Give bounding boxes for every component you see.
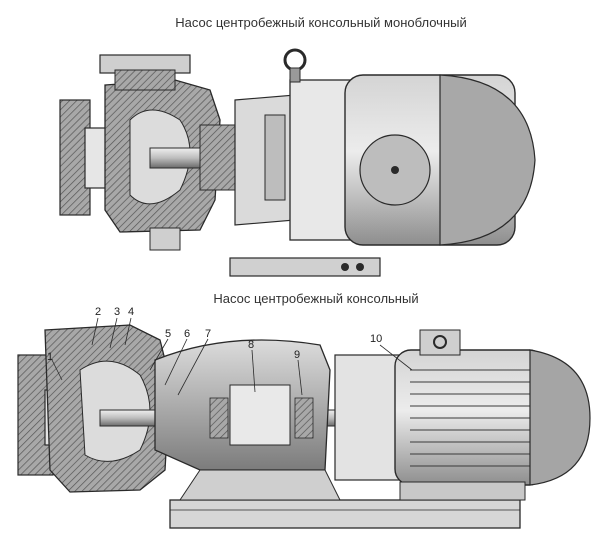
callout-4: 4 — [128, 306, 134, 318]
motor-fan-cover — [439, 74, 536, 246]
callout-5: 5 — [165, 328, 171, 340]
lifting-eye — [283, 48, 307, 72]
monoblock-pump — [59, 48, 536, 277]
bearing-stand — [179, 469, 341, 501]
base-frame — [169, 499, 521, 529]
diagram-title-cantilever: Насос центробежный консольный — [213, 291, 419, 306]
bearing-chamber — [229, 384, 291, 446]
motor-foot — [229, 257, 381, 277]
callout-7: 7 — [205, 328, 211, 340]
bearing-right — [294, 397, 314, 439]
motor-feet-b — [399, 481, 526, 501]
cantilever-pump — [17, 324, 591, 529]
diagram-title-monoblock: Насос центробежный консольный моноблочны… — [175, 15, 467, 30]
motor-fan-cover-b — [529, 349, 591, 486]
callout-9: 9 — [294, 349, 300, 361]
terminal-box-b — [419, 329, 461, 356]
callout-leaders — [51, 317, 413, 396]
cooling-fins — [410, 369, 530, 467]
callout-10: 10 — [370, 333, 382, 345]
motor-shield-b — [334, 354, 406, 481]
callout-8: 8 — [248, 339, 254, 351]
callout-2: 2 — [95, 306, 101, 318]
bearing-left — [209, 397, 229, 439]
outlet-neck — [114, 69, 176, 91]
terminal-bolt — [391, 166, 399, 174]
callout-3: 3 — [114, 306, 120, 318]
pump-foot — [149, 227, 181, 251]
callout-1: 1 — [47, 351, 53, 363]
callout-6: 6 — [184, 328, 190, 340]
coupling-flange — [264, 114, 286, 201]
